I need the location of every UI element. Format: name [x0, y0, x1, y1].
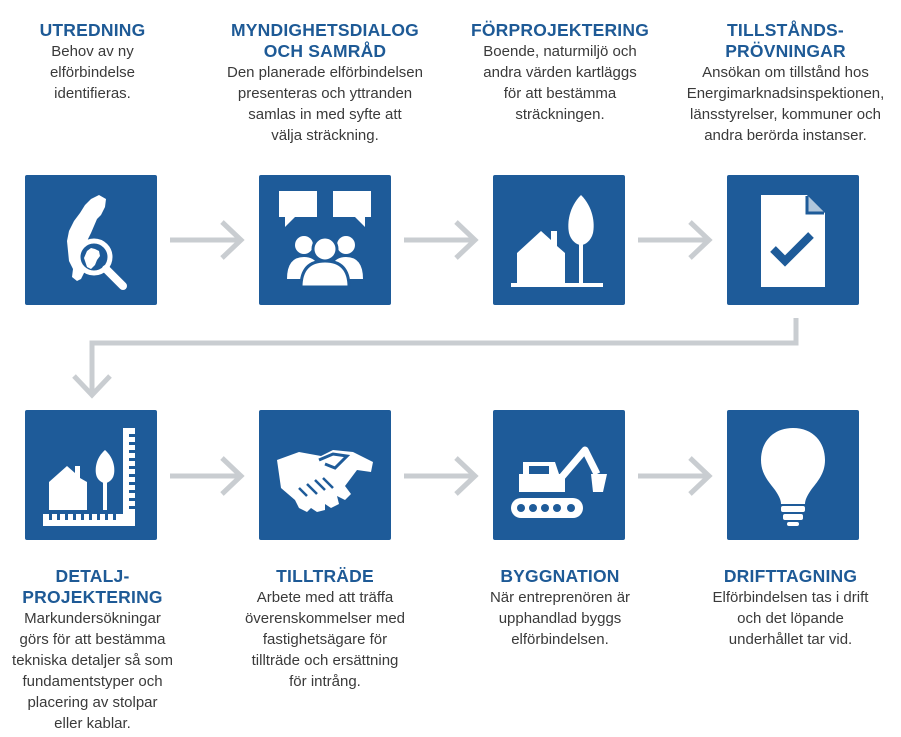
- step-description: Markundersökningar görs för att bestämma…: [12, 610, 173, 732]
- step-drifttagning-box: [727, 410, 859, 540]
- step-title: MYNDIGHETSDIALOG OCH SAMRÅD: [231, 20, 419, 61]
- step-title: FÖRPROJEKTERING: [470, 20, 650, 40]
- step-title: DRIFTTAGNING: [723, 566, 858, 586]
- step-description: När entreprenören är upphandlad byggs el…: [489, 589, 631, 648]
- step-tilltrade-box: [259, 410, 391, 540]
- house-tree-icon: [511, 195, 603, 287]
- step-description: Den planerade elförbindelsen presenteras…: [227, 64, 423, 144]
- step-title: TILLSTÅNDS- PRÖVNINGAR: [725, 20, 846, 61]
- step-myndighetsdialog-text: MYNDIGHETSDIALOG OCH SAMRÅD Den planerad…: [200, 20, 450, 146]
- handshake-icon: [277, 450, 373, 512]
- step-title: UTREDNING: [39, 20, 146, 40]
- arrow-right-4: [170, 456, 245, 496]
- step-description: Ansökan om tillstånd hos Energimarknadsi…: [686, 64, 885, 144]
- arrow-right-2: [404, 220, 479, 260]
- step-detaljprojektering-text: DETALJ- PROJEKTERING Markundersökningar …: [0, 566, 185, 734]
- step-tilltrade-text: TILLTRÄDE Arbete med att träffa överensk…: [200, 566, 450, 692]
- step-forprojektering-text: FÖRPROJEKTERING Boende, naturmiljö och a…: [455, 20, 665, 125]
- document-check-icon: [761, 195, 825, 287]
- step-tillstandsprovningar-box: [727, 175, 859, 305]
- step-drifttagning-text: DRIFTTAGNING Elförbindelsen tas i drift …: [680, 566, 901, 650]
- step-byggnation-box: [493, 410, 625, 540]
- step-title: DETALJ- PROJEKTERING: [22, 566, 163, 607]
- arrow-wrap-down: [72, 318, 799, 399]
- people-speech-icon: [279, 191, 371, 289]
- arrow-right-5: [404, 456, 479, 496]
- step-description: Boende, naturmiljö och andra värden kart…: [483, 43, 637, 123]
- step-forprojektering-box: [493, 175, 625, 305]
- step-title: BYGGNATION: [500, 566, 620, 586]
- arrow-right-1: [170, 220, 245, 260]
- step-byggnation-text: BYGGNATION När entreprenören är upphandl…: [455, 566, 665, 650]
- step-description: Arbete med att träffa överenskommelser m…: [244, 589, 406, 690]
- step-title: TILLTRÄDE: [276, 566, 374, 586]
- step-utredning-box: [25, 175, 157, 305]
- step-tillstandsprovningar-text: TILLSTÅNDS- PRÖVNINGAR Ansökan om tillst…: [670, 20, 901, 146]
- arrow-right-6: [638, 456, 713, 496]
- sweden-magnifier-icon: [67, 195, 127, 290]
- excavator-icon: [511, 446, 607, 518]
- step-myndighetsdialog-box: [259, 175, 391, 305]
- lightbulb-icon: [761, 428, 825, 526]
- step-description: Elförbindelsen tas i drift och det löpan…: [712, 589, 869, 648]
- arrow-right-3: [638, 220, 713, 260]
- step-description: Behov av ny elförbindelse identifieras.: [49, 43, 136, 102]
- step-utredning-text: UTREDNING Behov av ny elförbindelse iden…: [0, 20, 185, 104]
- house-tree-ruler-icon: [43, 428, 135, 526]
- step-detaljprojektering-box: [25, 410, 157, 540]
